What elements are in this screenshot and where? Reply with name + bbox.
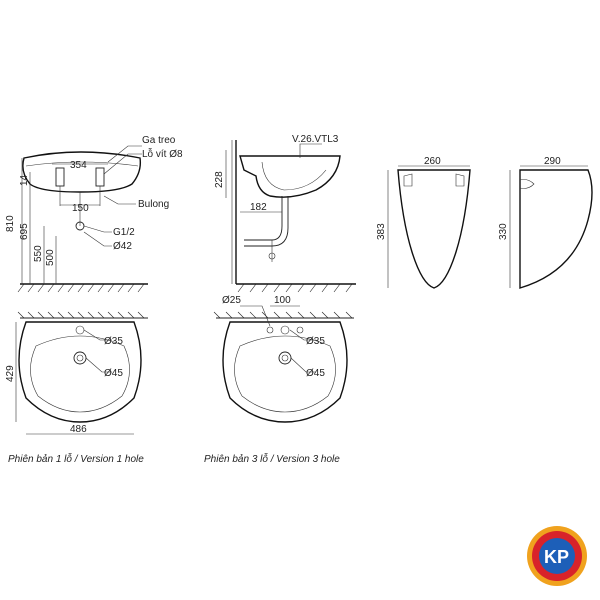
label-ga-treo: Ga treo <box>142 135 176 146</box>
logo-text: KP <box>544 547 569 567</box>
front-elevation: Ga treo Lỗ vít Ø8 Bulong G1/2 Ø42 354 15… <box>5 135 183 293</box>
dim-486: 486 <box>70 424 87 435</box>
label-d45-right: Ø45 <box>306 368 325 379</box>
dim-550: 550 <box>33 245 44 262</box>
dim-150: 150 <box>72 203 89 214</box>
label-d45-left: Ø45 <box>104 368 123 379</box>
pedestal-side: 290 330 <box>498 156 593 289</box>
dim-695: 695 <box>19 223 30 240</box>
dim-429: 429 <box>5 365 16 382</box>
dim-290: 290 <box>544 156 561 167</box>
logo-center <box>539 538 575 574</box>
dim-14: 14 <box>19 174 30 186</box>
kp-logo: KP <box>527 526 587 586</box>
caption-version-1: Phiên bản 1 lỗ / Version 1 hole <box>8 452 144 465</box>
plan-view-3-hole: 100 Ø25 Ø35 Ø45 <box>213 295 354 423</box>
label-bulong: Bulong <box>138 199 169 210</box>
label-d42: Ø42 <box>113 241 132 252</box>
label-d25: Ø25 <box>222 295 241 306</box>
label-d35-left: Ø35 <box>104 336 123 347</box>
dim-228: 228 <box>214 171 225 188</box>
side-elevation: V.26.VTL3 228 182 <box>214 134 356 293</box>
dim-810: 810 <box>5 215 16 232</box>
plan-view-1-hole: Ø35 Ø45 429 486 <box>5 311 148 435</box>
dim-260: 260 <box>424 156 441 167</box>
label-lo-vit: Lỗ vít Ø8 <box>142 147 183 160</box>
caption-version-3: Phiên bản 3 lỗ / Version 3 hole <box>204 452 340 465</box>
label-vtl3: V.26.VTL3 <box>292 134 339 145</box>
pedestal-front: 260 383 <box>376 156 471 289</box>
dim-330: 330 <box>498 223 509 240</box>
label-g12: G1/2 <box>113 227 135 238</box>
label-d35-right: Ø35 <box>306 336 325 347</box>
dim-100: 100 <box>274 295 291 306</box>
dim-500: 500 <box>45 249 56 266</box>
dim-383: 383 <box>376 223 387 240</box>
dim-354: 354 <box>70 160 87 171</box>
dim-182: 182 <box>250 202 267 213</box>
